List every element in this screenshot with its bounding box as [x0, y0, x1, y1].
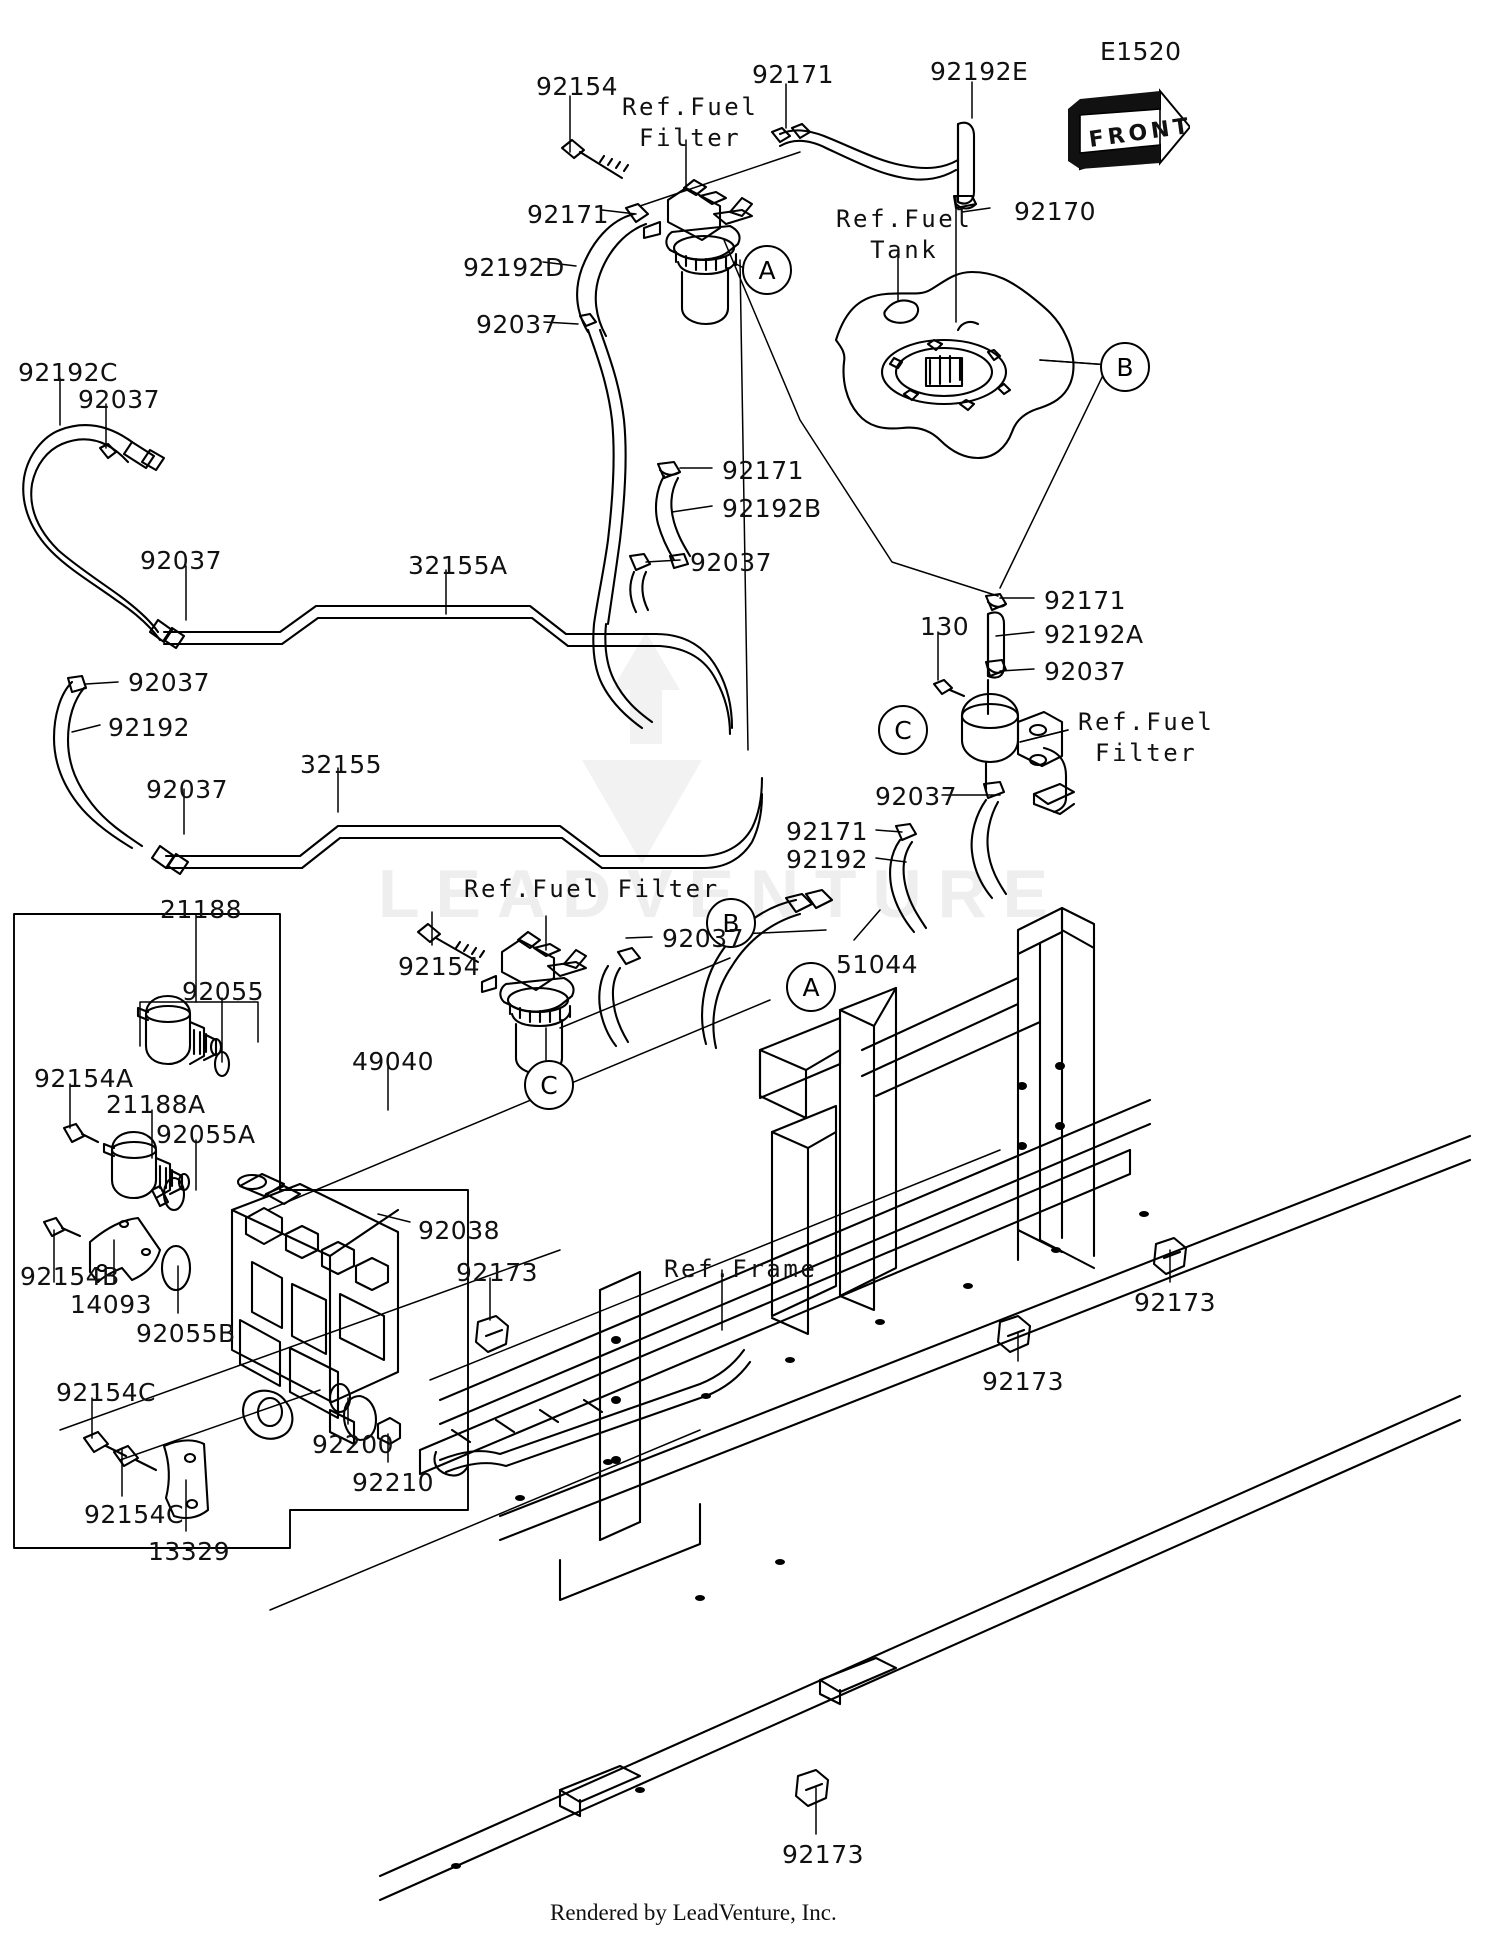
callout-b-tank: B: [1100, 342, 1150, 392]
part-number-92037: 92037: [476, 310, 559, 339]
ref-fuel-filter-top: Ref.Fuel Filter: [622, 93, 759, 152]
part-number-21188: 21188: [160, 895, 243, 924]
part-number-92192: 92192: [108, 713, 191, 742]
part-number-92171: 92171: [786, 817, 869, 846]
part-number-92192A: 92192A: [1044, 620, 1144, 649]
part-number-92037: 92037: [1044, 657, 1127, 686]
ref-fuel-filter-mid: Ref.Fuel Filter: [464, 875, 720, 903]
ref-fuel-filter-right: Ref.Fuel Filter: [1078, 708, 1215, 767]
part-number-92037: 92037: [146, 775, 229, 804]
part-number-32155A: 32155A: [408, 551, 508, 580]
part-number-92170: 92170: [1014, 197, 1097, 226]
part-number-92173: 92173: [782, 1840, 865, 1869]
part-number-92192: 92192: [786, 845, 869, 874]
part-number-92154C: 92154C: [56, 1378, 156, 1407]
part-number-92154C: 92154C: [84, 1500, 184, 1529]
part-number-32155: 32155: [300, 750, 383, 779]
part-number-92037: 92037: [875, 782, 958, 811]
part-number-92171: 92171: [527, 200, 610, 229]
part-number-92055: 92055: [182, 977, 265, 1006]
part-number-92055B: 92055B: [136, 1319, 236, 1348]
part-number-92173: 92173: [982, 1367, 1065, 1396]
part-number-92200: 92200: [312, 1430, 395, 1459]
part-number-92037: 92037: [128, 668, 211, 697]
part-number-92055A: 92055A: [156, 1120, 256, 1149]
part-number-92171: 92171: [752, 60, 835, 89]
part-number-92192D: 92192D: [463, 253, 565, 282]
part-number-92192E: 92192E: [930, 57, 1029, 86]
part-number-92037: 92037: [690, 548, 773, 577]
part-number-51044: 51044: [836, 950, 919, 979]
part-number-21188A: 21188A: [106, 1090, 206, 1119]
callout-c-mid: C: [524, 1060, 574, 1110]
ref-frame: Ref.Frame: [664, 1255, 818, 1283]
part-number-92173: 92173: [456, 1258, 539, 1287]
render-credit: Rendered by LeadVenture, Inc.: [550, 1900, 837, 1925]
callout-c-right: C: [878, 705, 928, 755]
part-number-92210: 92210: [352, 1468, 435, 1497]
ref-fuel-tank: Ref.Fuel Tank: [836, 205, 973, 264]
part-number-92037: 92037: [78, 385, 161, 414]
part-number-92037: 92037: [140, 546, 223, 575]
front-arrow-badge: FRONT: [1060, 85, 1194, 179]
part-number-92154B: 92154B: [20, 1262, 120, 1291]
callout-b-mid: B: [706, 898, 756, 948]
callout-a-top: A: [742, 245, 792, 295]
part-number-14093: 14093: [70, 1290, 153, 1319]
part-number-92173: 92173: [1134, 1288, 1217, 1317]
part-number-92171: 92171: [722, 456, 805, 485]
part-number-92171: 92171: [1044, 586, 1127, 615]
part-number-92037: 92037: [662, 924, 745, 953]
part-number-92192C: 92192C: [18, 358, 118, 387]
part-number-92192B: 92192B: [722, 494, 822, 523]
part-number-92154A: 92154A: [34, 1064, 134, 1093]
part-number-92154: 92154: [536, 72, 619, 101]
sheet-code: E1520: [1100, 37, 1182, 66]
part-number-130: 130: [920, 612, 970, 641]
part-number-92154: 92154: [398, 952, 481, 981]
callout-a-frame: A: [786, 962, 836, 1012]
part-number-92038: 92038: [418, 1216, 501, 1245]
part-number-49040: 49040: [352, 1047, 435, 1076]
part-number-13329: 13329: [148, 1537, 231, 1566]
